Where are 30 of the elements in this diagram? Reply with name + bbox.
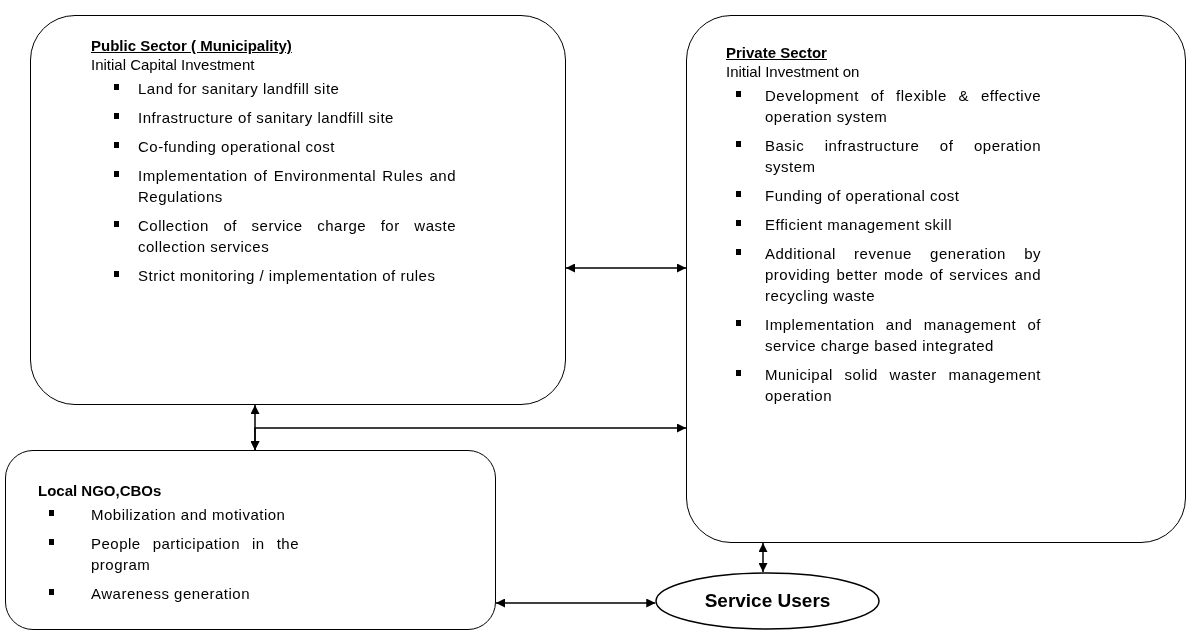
double-arrow [758,542,768,573]
rounded-box [686,15,1186,543]
bullet-text: Mobilization and motivation [91,505,287,525]
rounded-box [5,450,496,630]
bullet-text: Implementation of Environmental Rules and Regulations [138,166,456,207]
bullet-text: Strict monitoring / implementation of rules [138,266,437,286]
rounded-box [30,15,566,405]
double-arrow [565,263,687,273]
box-heading: Local NGO,CBOs [38,481,162,500]
bullet-text: Efficient management skill [765,215,953,235]
bullet-text: Additional revenue generation by providing better mode of services and recycling waste [765,244,1041,306]
service-users-ellipse [655,572,880,630]
box-heading: Public Sector ( Municipality) [91,36,292,55]
bullet-text: People participation in the program [91,534,299,575]
bullet-text: Land for sanitary landfill site [138,79,341,99]
bullet-text: Development of flexible & effective operation system [765,86,1041,127]
double-arrow [250,423,687,451]
bullet-text: Infrastructure of sanitary landfill site [138,108,395,128]
bullet-text: Basic infrastructure of operation system [765,136,1041,177]
bullet-text: Co-funding operational cost [138,137,336,157]
box-subheading: Initial Investment on [726,62,860,81]
box-subheading: Initial Capital Investment [91,55,255,74]
bullet-text: Implementation and management of service charge based integrated [765,315,1041,356]
bullet-text: Municipal solid waster management operation [765,365,1041,406]
bullet-text: Awareness generation [91,584,251,604]
node-title: Service Users [704,588,831,613]
bullet-text: Collection of service charge for waste collection services [138,216,456,257]
bullet-text: Funding of operational cost [765,186,961,206]
double-arrow [495,598,656,608]
box-heading: Private Sector [726,43,827,62]
